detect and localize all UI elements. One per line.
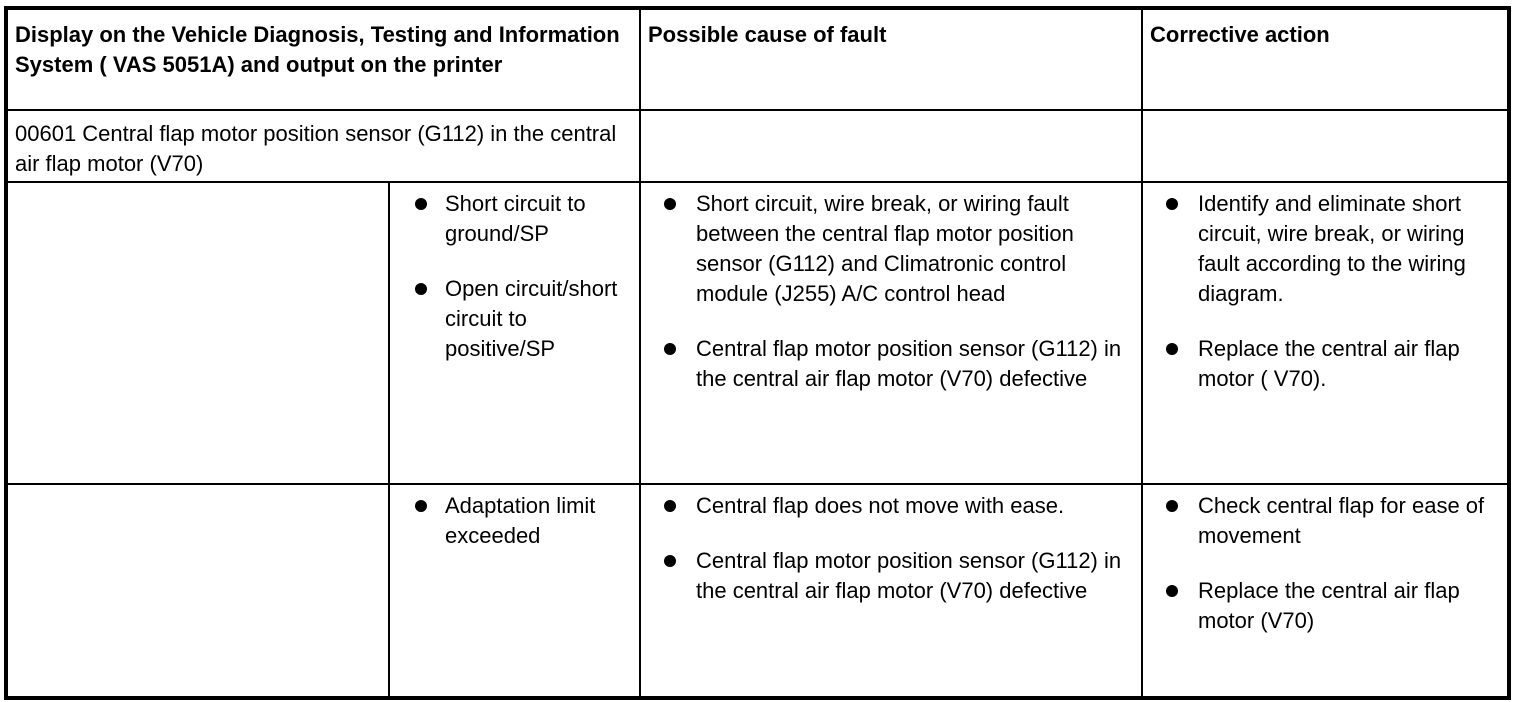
condition-text: Open circuit/short circuit to positive/S…: [445, 276, 618, 361]
bullet-icon: [415, 198, 427, 210]
bullet-icon: [1166, 500, 1178, 512]
list-item: Replace the central air flap motor ( V70…: [1150, 334, 1501, 394]
action-text: Check central flap for ease of movement: [1198, 493, 1485, 548]
fault-table: Display on the Vehicle Diagnosis, Testin…: [4, 6, 1511, 700]
header-action: Corrective action: [1141, 7, 1510, 111]
condition-text: Adaptation limit exceeded: [445, 493, 596, 548]
causes-cell: Short circuit, wire break, or wiring fau…: [639, 181, 1143, 485]
list-item: Identify and eliminate short circuit, wi…: [1150, 189, 1501, 309]
table-row: Adaptation limit exceeded Central flap d…: [5, 483, 1510, 699]
condition-text: Short circuit to ground/SP: [445, 191, 586, 246]
action-text: Replace the central air flap motor (V70): [1198, 578, 1460, 633]
causes-cell: Central flap does not move with ease. Ce…: [639, 483, 1143, 699]
action-text: Replace the central air flap motor ( V70…: [1198, 336, 1460, 391]
bullet-icon: [415, 283, 427, 295]
list-item: Central flap motor position sensor (G112…: [648, 546, 1135, 606]
header-display: Display on the Vehicle Diagnosis, Testin…: [5, 7, 641, 111]
actions-cell: Check central flap for ease of movement …: [1141, 483, 1510, 699]
fault-code-cause-empty: [639, 109, 1143, 183]
list-item: Adaptation limit exceeded: [397, 491, 633, 551]
bullet-icon: [664, 198, 676, 210]
bullet-icon: [664, 500, 676, 512]
list-item: Check central flap for ease of movement: [1150, 491, 1501, 551]
cause-text: Central flap motor position sensor (G112…: [696, 336, 1122, 391]
header-cause: Possible cause of fault: [639, 7, 1143, 111]
conditions-cell: Short circuit to ground/SP Open circuit/…: [388, 181, 641, 485]
list-item: Central flap does not move with ease.: [648, 491, 1135, 521]
bullet-icon: [1166, 198, 1178, 210]
cause-text: Central flap does not move with ease.: [696, 493, 1065, 518]
fault-code-action-empty: [1141, 109, 1510, 183]
list-item: Short circuit, wire break, or wiring fau…: [648, 189, 1135, 309]
row-blank-cell: [5, 181, 390, 485]
list-item: Central flap motor position sensor (G112…: [648, 334, 1135, 394]
cause-text: Short circuit, wire break, or wiring fau…: [696, 191, 1074, 306]
list-item: Replace the central air flap motor (V70): [1150, 576, 1501, 636]
table-row: Short circuit to ground/SP Open circuit/…: [5, 181, 1510, 485]
list-item: Short circuit to ground/SP: [397, 189, 633, 249]
cause-text: Central flap motor position sensor (G112…: [696, 548, 1122, 603]
actions-cell: Identify and eliminate short circuit, wi…: [1141, 181, 1510, 485]
conditions-cell: Adaptation limit exceeded: [388, 483, 641, 699]
bullet-icon: [664, 343, 676, 355]
bullet-icon: [1166, 585, 1178, 597]
header-row: Display on the Vehicle Diagnosis, Testin…: [5, 7, 1510, 111]
fault-code-row: 00601 Central flap motor position sensor…: [5, 109, 1510, 183]
bullet-icon: [415, 500, 427, 512]
action-text: Identify and eliminate short circuit, wi…: [1198, 191, 1466, 306]
fault-code-cell: 00601 Central flap motor position sensor…: [5, 109, 641, 183]
bullet-icon: [664, 555, 676, 567]
list-item: Open circuit/short circuit to positive/S…: [397, 274, 633, 364]
bullet-icon: [1166, 343, 1178, 355]
row-blank-cell: [5, 483, 390, 699]
